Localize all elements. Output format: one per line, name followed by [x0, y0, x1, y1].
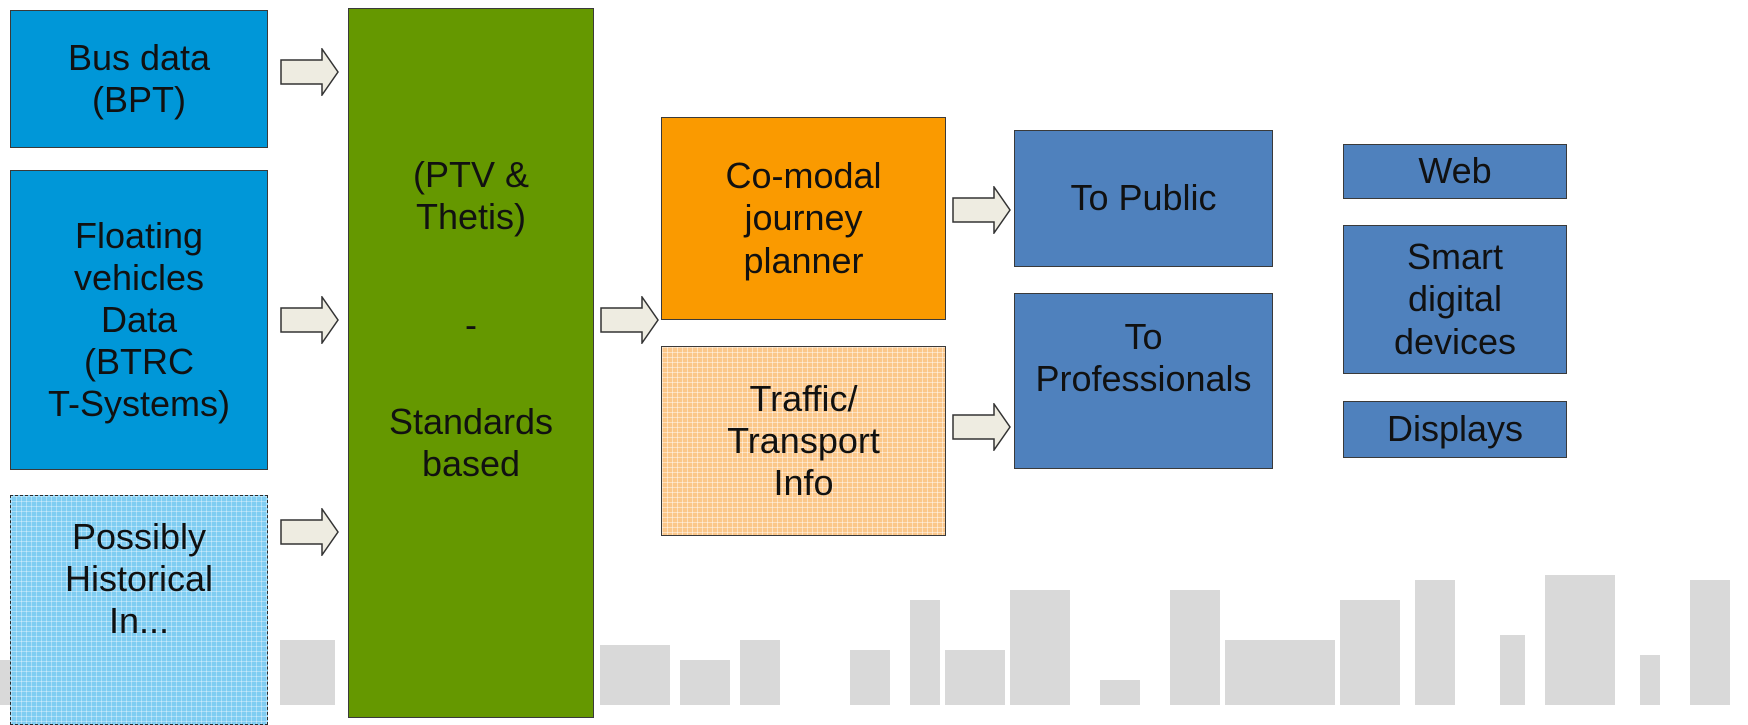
journey-planner-box: Co-modal journey planner [661, 117, 946, 320]
floating-vehicles-data-label: Floating vehicles Data (BTRC T-Systems) [47, 214, 230, 425]
to-professionals-label: To Professionals [1035, 316, 1252, 400]
to-public-label: To Public [1070, 177, 1217, 219]
skyline-background [0, 575, 1730, 705]
arrow-planner-to-public [952, 186, 1011, 234]
historical-data-box: Possibly Historical In... [10, 495, 268, 725]
standards-partners-label: (PTV & Thetis) [412, 154, 529, 238]
historical-data-label: Possibly Historical In... [64, 516, 214, 642]
displays-channel-box: Displays [1343, 401, 1567, 458]
traffic-info-label: Traffic/ Transport Info [727, 377, 880, 504]
to-public-box: To Public [1014, 130, 1273, 267]
smart-devices-channel-label: Smart digital devices [1393, 236, 1517, 362]
floating-vehicles-data-box: Floating vehicles Data (BTRC T-Systems) [10, 170, 268, 470]
to-professionals-box: To Professionals [1014, 293, 1273, 469]
smart-devices-channel-box: Smart digital devices [1343, 225, 1567, 374]
web-channel-label: Web [1418, 150, 1492, 192]
bus-data-box: Bus data (BPT) [10, 10, 268, 148]
arrow-historical-to-standards [280, 508, 339, 556]
journey-planner-label: Co-modal journey planner [725, 155, 882, 281]
standards-based-label: Standards based [388, 401, 554, 485]
displays-channel-label: Displays [1386, 408, 1524, 450]
standards-dash: - [465, 304, 477, 346]
arrow-standards-to-services [600, 296, 659, 344]
arrow-bus-to-standards [280, 48, 339, 96]
arrow-floating-to-standards [280, 296, 339, 344]
traffic-info-box: Traffic/ Transport Info [661, 346, 946, 536]
arrow-traffic-to-professionals [952, 403, 1011, 451]
web-channel-box: Web [1343, 144, 1567, 199]
bus-data-label: Bus data (BPT) [67, 36, 211, 120]
standards-box: (PTV & Thetis) - Standards based [348, 8, 594, 718]
